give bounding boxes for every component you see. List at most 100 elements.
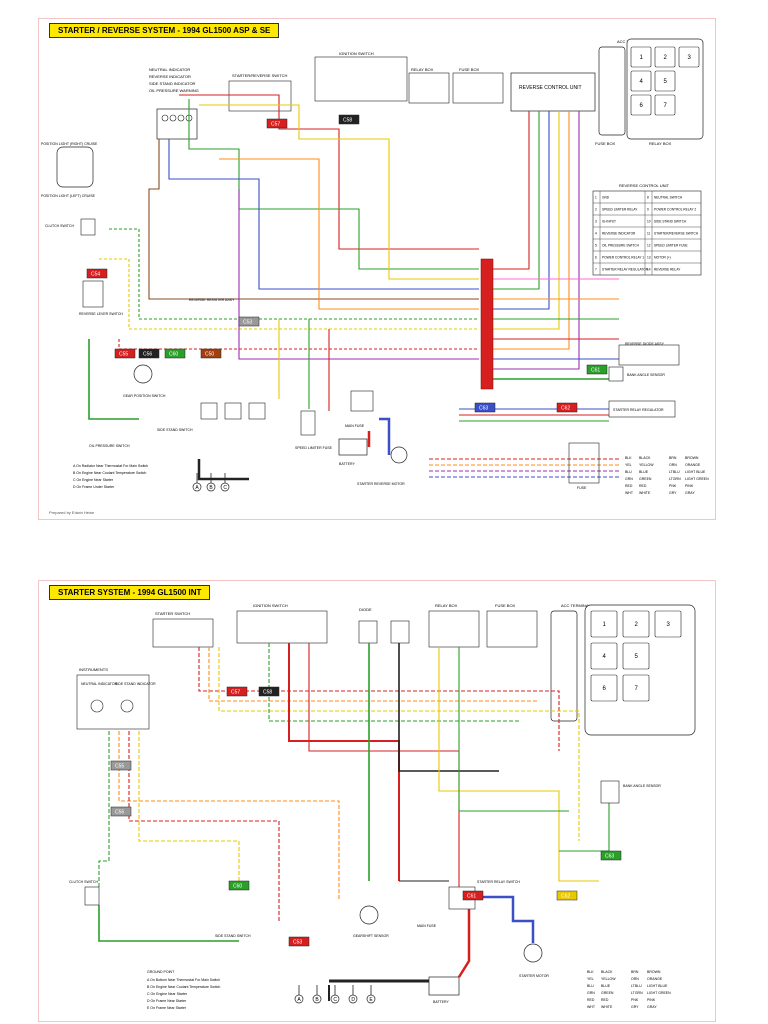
color-code-entry: ORANGE bbox=[647, 977, 663, 981]
position-light-right bbox=[56, 146, 94, 188]
fuse-box-label: FUSE BOX bbox=[595, 141, 616, 146]
ground-note: A On Radiator Near Thermostat For Main S… bbox=[73, 464, 148, 468]
wire bbox=[493, 111, 550, 310]
ground-note: B On Engine Near Coolant Temperature Swi… bbox=[73, 471, 146, 475]
relay-slot bbox=[590, 642, 618, 670]
relay-slot bbox=[654, 610, 682, 638]
rcu-table-cell: 5 bbox=[595, 244, 597, 248]
wire bbox=[88, 339, 139, 420]
color-code-entry: BLU bbox=[625, 470, 632, 474]
wire bbox=[148, 139, 479, 300]
ignition-switch bbox=[236, 610, 328, 644]
side-stand-switch-label: SIDE STAND SWITCH bbox=[215, 934, 251, 938]
color-code-entry: GREEN bbox=[639, 477, 652, 481]
wire bbox=[493, 111, 540, 290]
fuse-box-label: FUSE BOX bbox=[495, 603, 516, 608]
indicator-bulb-block bbox=[156, 108, 198, 140]
battery-label: BATTERY bbox=[339, 462, 355, 466]
relay-slot-number: 4 bbox=[640, 79, 644, 85]
ground-letter: B bbox=[209, 485, 213, 491]
battery-label: BATTERY bbox=[433, 1000, 449, 1004]
ground-note: C On Engine Near Starter bbox=[73, 478, 114, 482]
side-stand-label: SIDE STAND SWITCH bbox=[157, 428, 193, 432]
color-code-entry: YELLOW bbox=[601, 977, 616, 981]
connector-tag bbox=[600, 850, 622, 861]
relay-slot-number: 1 bbox=[603, 622, 607, 628]
rcu-table-cell: GND bbox=[602, 196, 610, 200]
wire bbox=[493, 111, 570, 350]
diode-label: DIODE bbox=[359, 607, 372, 612]
reverse-resister-label: REVERSE RESISTER ASSY bbox=[189, 298, 235, 302]
power-control-relay-1 bbox=[200, 402, 218, 420]
starter-motor-label: STARTER MOTOR bbox=[519, 974, 549, 978]
wire bbox=[379, 417, 391, 455]
relay-slot-number: 2 bbox=[635, 622, 639, 628]
starter-regulator-label: STARTER RELAY REGULATOR bbox=[613, 408, 664, 412]
rcu-table-cell: SPEED LIMITER RELAY bbox=[602, 208, 638, 212]
bulb-icon bbox=[120, 699, 134, 713]
color-code-entry: BLUE bbox=[601, 984, 611, 988]
color-code-entry: LIGHT GREEN bbox=[685, 477, 709, 481]
connector-id: C57 bbox=[231, 690, 240, 696]
relay-slot-number: 3 bbox=[688, 55, 692, 61]
indicator-label: SIDE STAND INDICATOR bbox=[149, 81, 196, 86]
fuse-label: FUSE bbox=[577, 486, 587, 490]
starter-switch bbox=[152, 618, 214, 648]
wire bbox=[118, 339, 479, 350]
rcu-table-cell: 2 bbox=[595, 208, 597, 212]
wire-harness bbox=[88, 94, 619, 481]
color-code-entry: LTBLU bbox=[631, 984, 642, 988]
connector-tag bbox=[586, 364, 608, 375]
connector-tag bbox=[238, 316, 260, 327]
rcu-table-cell: 9 bbox=[647, 208, 649, 212]
rcu-table-cell: NEUTRAL SWITCH bbox=[654, 196, 683, 200]
battery-icon bbox=[338, 438, 368, 456]
relay-slot bbox=[630, 46, 652, 68]
connector-tag bbox=[86, 268, 108, 279]
wire bbox=[559, 803, 610, 852]
wire bbox=[138, 731, 240, 881]
wire bbox=[199, 104, 479, 280]
connector-id: C60 bbox=[169, 352, 178, 358]
color-code-entry: PNK bbox=[669, 484, 677, 488]
ground-letter: A bbox=[195, 485, 199, 491]
ignition-switch-label: IGNITION SWITCH bbox=[253, 603, 288, 608]
color-code-entry: YELLOW bbox=[639, 463, 654, 467]
color-code-entry: WHT bbox=[587, 1005, 596, 1009]
bank-angle-sensor bbox=[600, 780, 620, 804]
connector-id: C60 bbox=[233, 884, 242, 890]
rcu-table-cell: POWER CONTROL RELAY 2 bbox=[654, 208, 696, 212]
connector-tag bbox=[556, 402, 578, 413]
main-fuse-label: MAIN FUSE bbox=[417, 924, 437, 928]
connector-tag bbox=[138, 348, 160, 359]
starter-relay-regulator bbox=[608, 400, 676, 418]
wire bbox=[268, 643, 519, 722]
color-code-entry: WHT bbox=[625, 491, 634, 495]
color-code-entry: LIGHT GREEN bbox=[647, 991, 671, 995]
ground-letter: A bbox=[297, 997, 301, 1003]
rcu-label: REVERSE CONTROL UNIT bbox=[519, 85, 582, 91]
color-code-entry: RED bbox=[625, 484, 633, 488]
gear-position-switch bbox=[133, 364, 153, 384]
ground-note: D On Frame Near Starter bbox=[147, 999, 187, 1003]
rcu-table-cell: 1 bbox=[595, 196, 597, 200]
side-stand-indicator-label: SIDE STAND INDICATOR bbox=[115, 682, 156, 686]
connector-id: C54 bbox=[91, 272, 100, 278]
ground-icon bbox=[206, 482, 216, 492]
connector-id: C53 bbox=[243, 320, 252, 326]
color-code-entry: YEL bbox=[625, 463, 632, 467]
relay-slot bbox=[622, 674, 650, 702]
power-control-relay-2 bbox=[224, 402, 242, 420]
gear-position-label: GEAR POSITION SWITCH bbox=[123, 394, 166, 398]
color-code-entry: LTGRN bbox=[631, 991, 643, 995]
wire bbox=[168, 139, 479, 290]
starter-reverse-switch bbox=[228, 80, 292, 112]
color-code-entry: BLUE bbox=[639, 470, 649, 474]
ground-icon bbox=[192, 482, 202, 492]
wire bbox=[493, 111, 530, 270]
color-code-entry: LTBLU bbox=[669, 470, 680, 474]
ground-note: C On Engine Near Starter bbox=[147, 992, 188, 996]
ground-note: E On Frame Near Starter bbox=[147, 1006, 187, 1010]
